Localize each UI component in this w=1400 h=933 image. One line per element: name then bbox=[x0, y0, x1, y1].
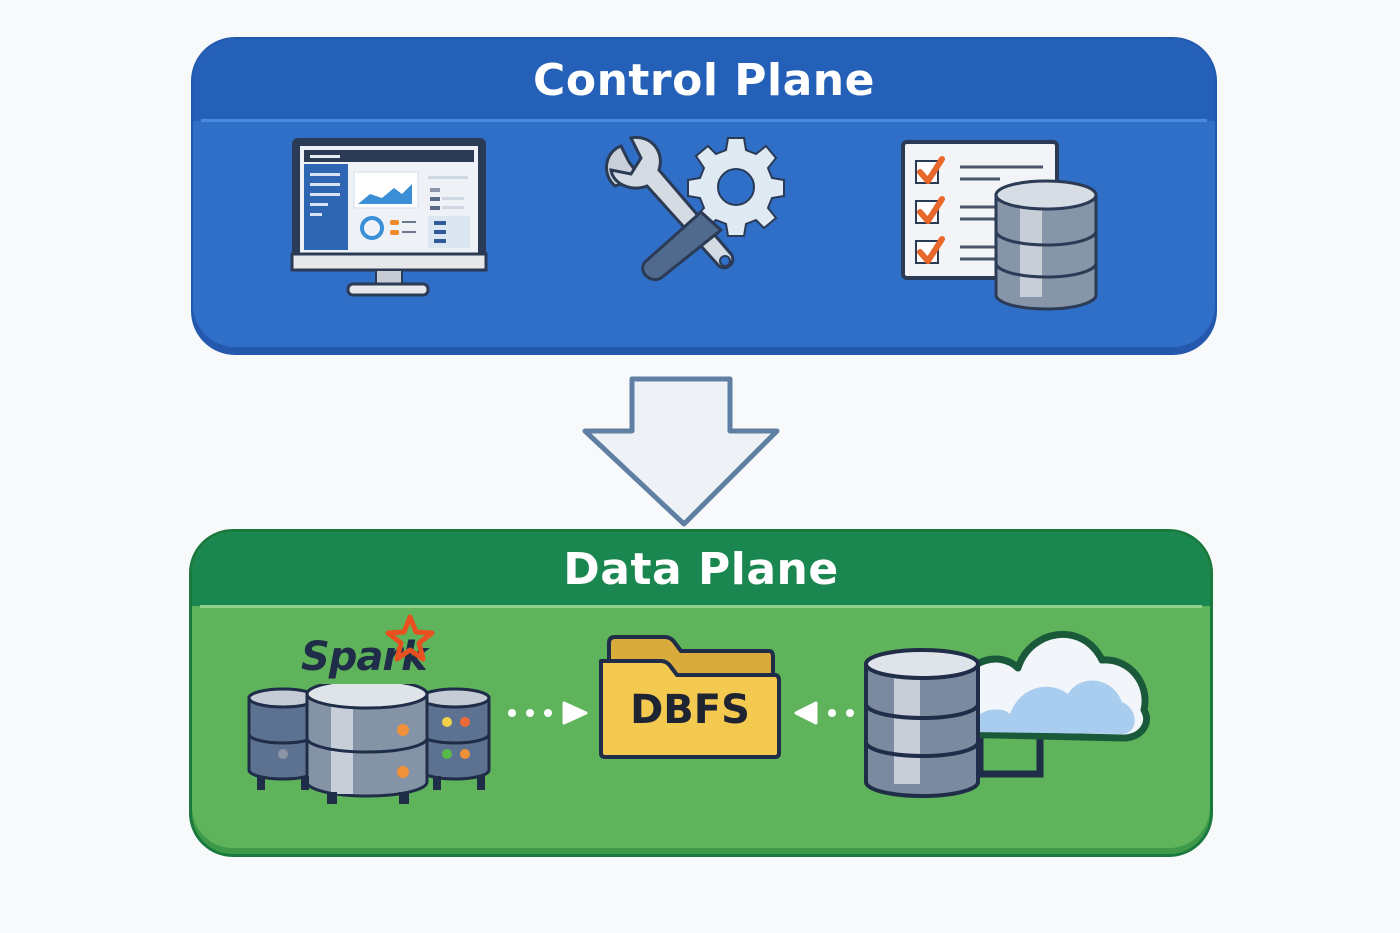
checklist-database-icon bbox=[901, 140, 1098, 311]
control-plane-title: Control Plane bbox=[533, 54, 875, 106]
wrench-gear-icon bbox=[605, 135, 785, 281]
data-plane-header: Data Plane bbox=[192, 532, 1210, 606]
control-plane-panel: Control Plane bbox=[191, 37, 1217, 355]
data-plane-title: Data Plane bbox=[563, 543, 839, 595]
data-plane-panel: Data Plane Spark bbox=[189, 529, 1213, 857]
server-stack-icon bbox=[247, 684, 491, 804]
cloud-storage-icon bbox=[864, 630, 1150, 798]
flow-arrow-right-icon bbox=[508, 701, 588, 725]
dashboard-monitor-icon bbox=[290, 138, 488, 297]
control-plane-header: Control Plane bbox=[193, 39, 1215, 121]
down-arrow-icon bbox=[582, 376, 780, 527]
spark-star-icon bbox=[385, 614, 435, 662]
divider bbox=[201, 119, 1207, 122]
spark-cluster-icon: Spark bbox=[245, 614, 495, 804]
flow-arrow-left-icon bbox=[794, 701, 854, 725]
dbfs-label: DBFS bbox=[630, 687, 750, 733]
divider bbox=[200, 605, 1202, 608]
spark-label: Spark bbox=[301, 634, 428, 680]
dbfs-folder-icon: DBFS bbox=[597, 635, 783, 761]
